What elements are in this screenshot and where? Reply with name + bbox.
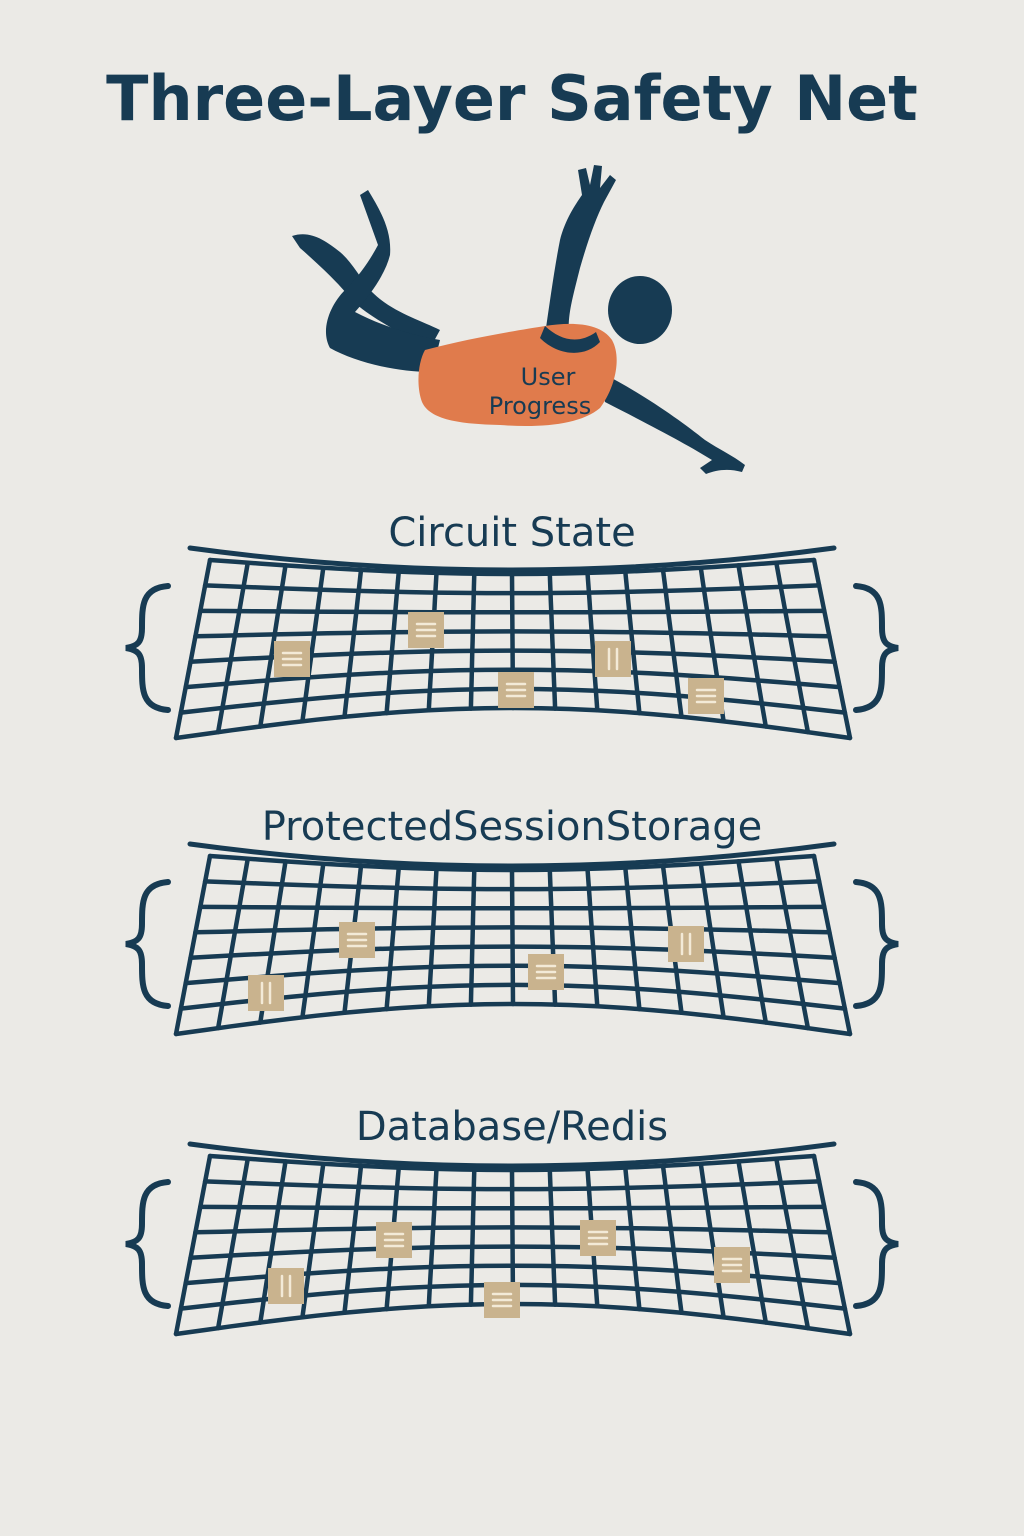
net-strand <box>300 861 326 1020</box>
safety-net-2 <box>125 841 899 1037</box>
net-strand <box>193 925 832 935</box>
net-strand <box>623 865 642 1012</box>
net-strand <box>300 565 326 724</box>
falling-person-illustration: User Progress <box>292 165 745 474</box>
head <box>608 276 672 344</box>
layer-label-database-redis: Database/Redis <box>355 1104 669 1150</box>
net-strand <box>258 563 288 729</box>
net-strand <box>173 557 213 741</box>
page-title: Three-Layer Safety Net <box>106 62 918 135</box>
figure-label-line2: Progress <box>489 392 591 420</box>
data-packet-icon <box>580 1220 616 1256</box>
data-packet-icon <box>268 1268 304 1304</box>
net-strand <box>585 866 600 1009</box>
data-packet-icon <box>274 641 310 677</box>
net-strand <box>660 1163 684 1316</box>
net-strand <box>183 963 842 986</box>
net-strand <box>173 1153 213 1337</box>
data-packet-icon <box>408 612 444 648</box>
right-brace-icon <box>853 879 899 1009</box>
net-strand <box>342 567 364 720</box>
net-strand <box>215 1156 251 1331</box>
arm-lower <box>600 372 745 474</box>
net-strand <box>188 944 837 960</box>
data-packet-icon <box>688 678 724 714</box>
data-packet-icon <box>484 1282 520 1318</box>
net-strand <box>811 1153 853 1337</box>
data-packet-icon <box>528 954 564 990</box>
net-strand <box>258 1159 288 1325</box>
net-strand <box>698 861 726 1020</box>
net-strand <box>198 608 827 615</box>
net-strand <box>173 1001 853 1037</box>
net-strand <box>198 1204 827 1211</box>
net-strand <box>660 567 684 720</box>
net-strand <box>384 569 402 716</box>
net-strand <box>215 856 251 1031</box>
net-strand <box>468 571 477 711</box>
net-strand <box>207 1153 817 1173</box>
net-strand <box>585 570 600 713</box>
right-brace-icon <box>853 583 899 713</box>
left-brace-icon <box>125 583 171 713</box>
net-strand <box>811 557 853 741</box>
safety-net-3 <box>125 1141 899 1337</box>
net-strand <box>207 557 817 577</box>
net-strand <box>183 667 842 690</box>
data-packet-icon <box>498 672 534 708</box>
net-strand <box>207 853 817 873</box>
net-strand <box>193 1225 832 1235</box>
data-packet-icon <box>595 641 631 677</box>
leg-front <box>325 190 440 372</box>
net-strand <box>736 563 769 729</box>
net-strand <box>468 1167 477 1307</box>
arm-raised <box>545 165 616 340</box>
net-strand <box>342 1163 364 1316</box>
net-top-rope <box>187 1141 837 1169</box>
data-packet-icon <box>376 1222 412 1258</box>
net-strand <box>774 1156 811 1331</box>
net-strand <box>202 583 822 596</box>
net-strand <box>623 569 642 716</box>
right-brace-icon <box>853 1179 899 1309</box>
data-packet-icon <box>339 922 375 958</box>
safety-net-1 <box>125 545 899 741</box>
net-strand <box>178 982 848 1011</box>
net-strand <box>426 1166 439 1309</box>
net-strand <box>202 1179 822 1192</box>
net-strand <box>547 1167 558 1307</box>
net-strand <box>193 629 832 639</box>
layer-label-circuit-state: Circuit State <box>388 510 636 556</box>
net-top-rope <box>187 545 837 573</box>
net-strand <box>384 865 402 1012</box>
net-strand <box>215 560 251 735</box>
net-top-rope <box>187 841 837 869</box>
net-strand <box>811 853 853 1037</box>
net-strand <box>509 1167 516 1307</box>
figure-label-line1: User <box>521 363 576 391</box>
net-strand <box>173 853 213 1037</box>
left-brace-icon <box>125 879 171 1009</box>
layer-label-protected-session-storage: ProtectedSessionStorage <box>261 804 763 850</box>
net-strand <box>468 867 477 1007</box>
net-strand <box>509 867 516 1007</box>
data-packet-icon <box>668 926 704 962</box>
net-strand <box>774 560 811 735</box>
net-strand <box>426 866 439 1009</box>
data-packet-icon <box>248 975 284 1011</box>
net-strand <box>623 1165 642 1312</box>
left-brace-icon <box>125 1179 171 1309</box>
net-strand <box>774 856 811 1031</box>
net-strand <box>736 859 769 1025</box>
net-strand <box>198 904 827 911</box>
net-strand <box>547 571 558 711</box>
net-strand <box>173 705 853 741</box>
net-strand <box>736 1159 769 1325</box>
data-packet-icon <box>714 1247 750 1283</box>
net-strand <box>202 879 822 892</box>
net-strand <box>300 1161 326 1320</box>
net-strand <box>698 1161 726 1320</box>
shirt-strap <box>540 326 600 353</box>
